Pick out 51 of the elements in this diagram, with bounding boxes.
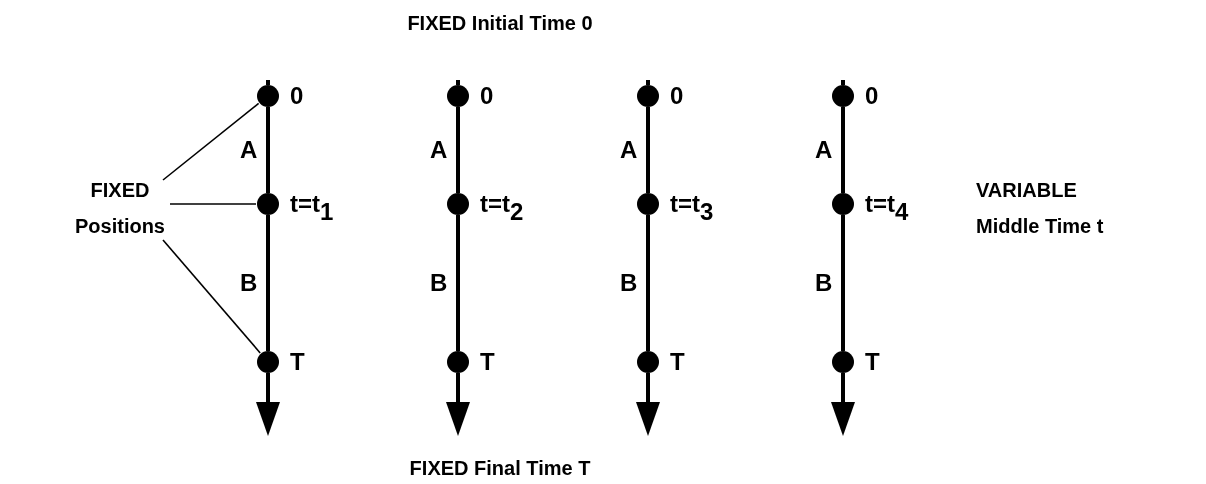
timeline-point	[257, 351, 279, 373]
timeline-point	[447, 351, 469, 373]
timeline-point	[257, 193, 279, 215]
point-label: 0	[865, 84, 879, 108]
timeline-point	[832, 193, 854, 215]
time-arrow	[256, 373, 280, 436]
segment-label: A	[430, 138, 448, 162]
annotation-text: VARIABLE Middle Time t	[976, 178, 1105, 239]
point-label: 0	[670, 84, 684, 108]
timeline-segment	[841, 80, 845, 85]
timeline-segment	[456, 80, 460, 85]
point-label: T	[290, 350, 305, 374]
point-label: 0	[290, 84, 304, 108]
timeline-segment	[266, 107, 270, 193]
segment-label: A	[240, 138, 258, 162]
diagram-title: FIXED Initial Time 0	[406, 11, 594, 36]
segment-label: B	[620, 271, 638, 295]
point-label: T	[865, 350, 880, 374]
timeline-point	[447, 193, 469, 215]
leader-line	[162, 239, 261, 354]
timeline-point	[637, 85, 659, 107]
timeline-segment	[646, 215, 650, 351]
timeline-segment	[266, 80, 270, 85]
timeline-segment	[456, 215, 460, 351]
timeline-segment	[456, 107, 460, 193]
timeline-segment	[646, 107, 650, 193]
timeline-point	[447, 85, 469, 107]
node-label: FIXED Positions	[65, 172, 175, 244]
axis-note: FIXED Final Time T	[408, 456, 592, 480]
timeline-segment	[841, 107, 845, 193]
timeline-segment	[841, 215, 845, 351]
segment-label: A	[620, 138, 638, 162]
point-label: T	[670, 350, 685, 374]
segment-label: B	[240, 271, 258, 295]
timeline-point	[257, 85, 279, 107]
timeline-point	[832, 351, 854, 373]
point-label: 0	[480, 84, 494, 108]
leader-line	[169, 203, 257, 205]
segment-label: B	[815, 271, 833, 295]
time-arrow	[831, 373, 855, 436]
point-label: T	[480, 350, 495, 374]
time-arrow	[636, 373, 660, 436]
timeline-point	[637, 351, 659, 373]
segment-label: A	[815, 138, 833, 162]
timeline-segment	[646, 80, 650, 85]
segment-label: B	[430, 271, 448, 295]
timeline-point	[832, 85, 854, 107]
timeline-point	[637, 193, 659, 215]
leader-line	[162, 102, 260, 181]
timeline-segment	[266, 215, 270, 351]
time-arrow	[446, 373, 470, 436]
